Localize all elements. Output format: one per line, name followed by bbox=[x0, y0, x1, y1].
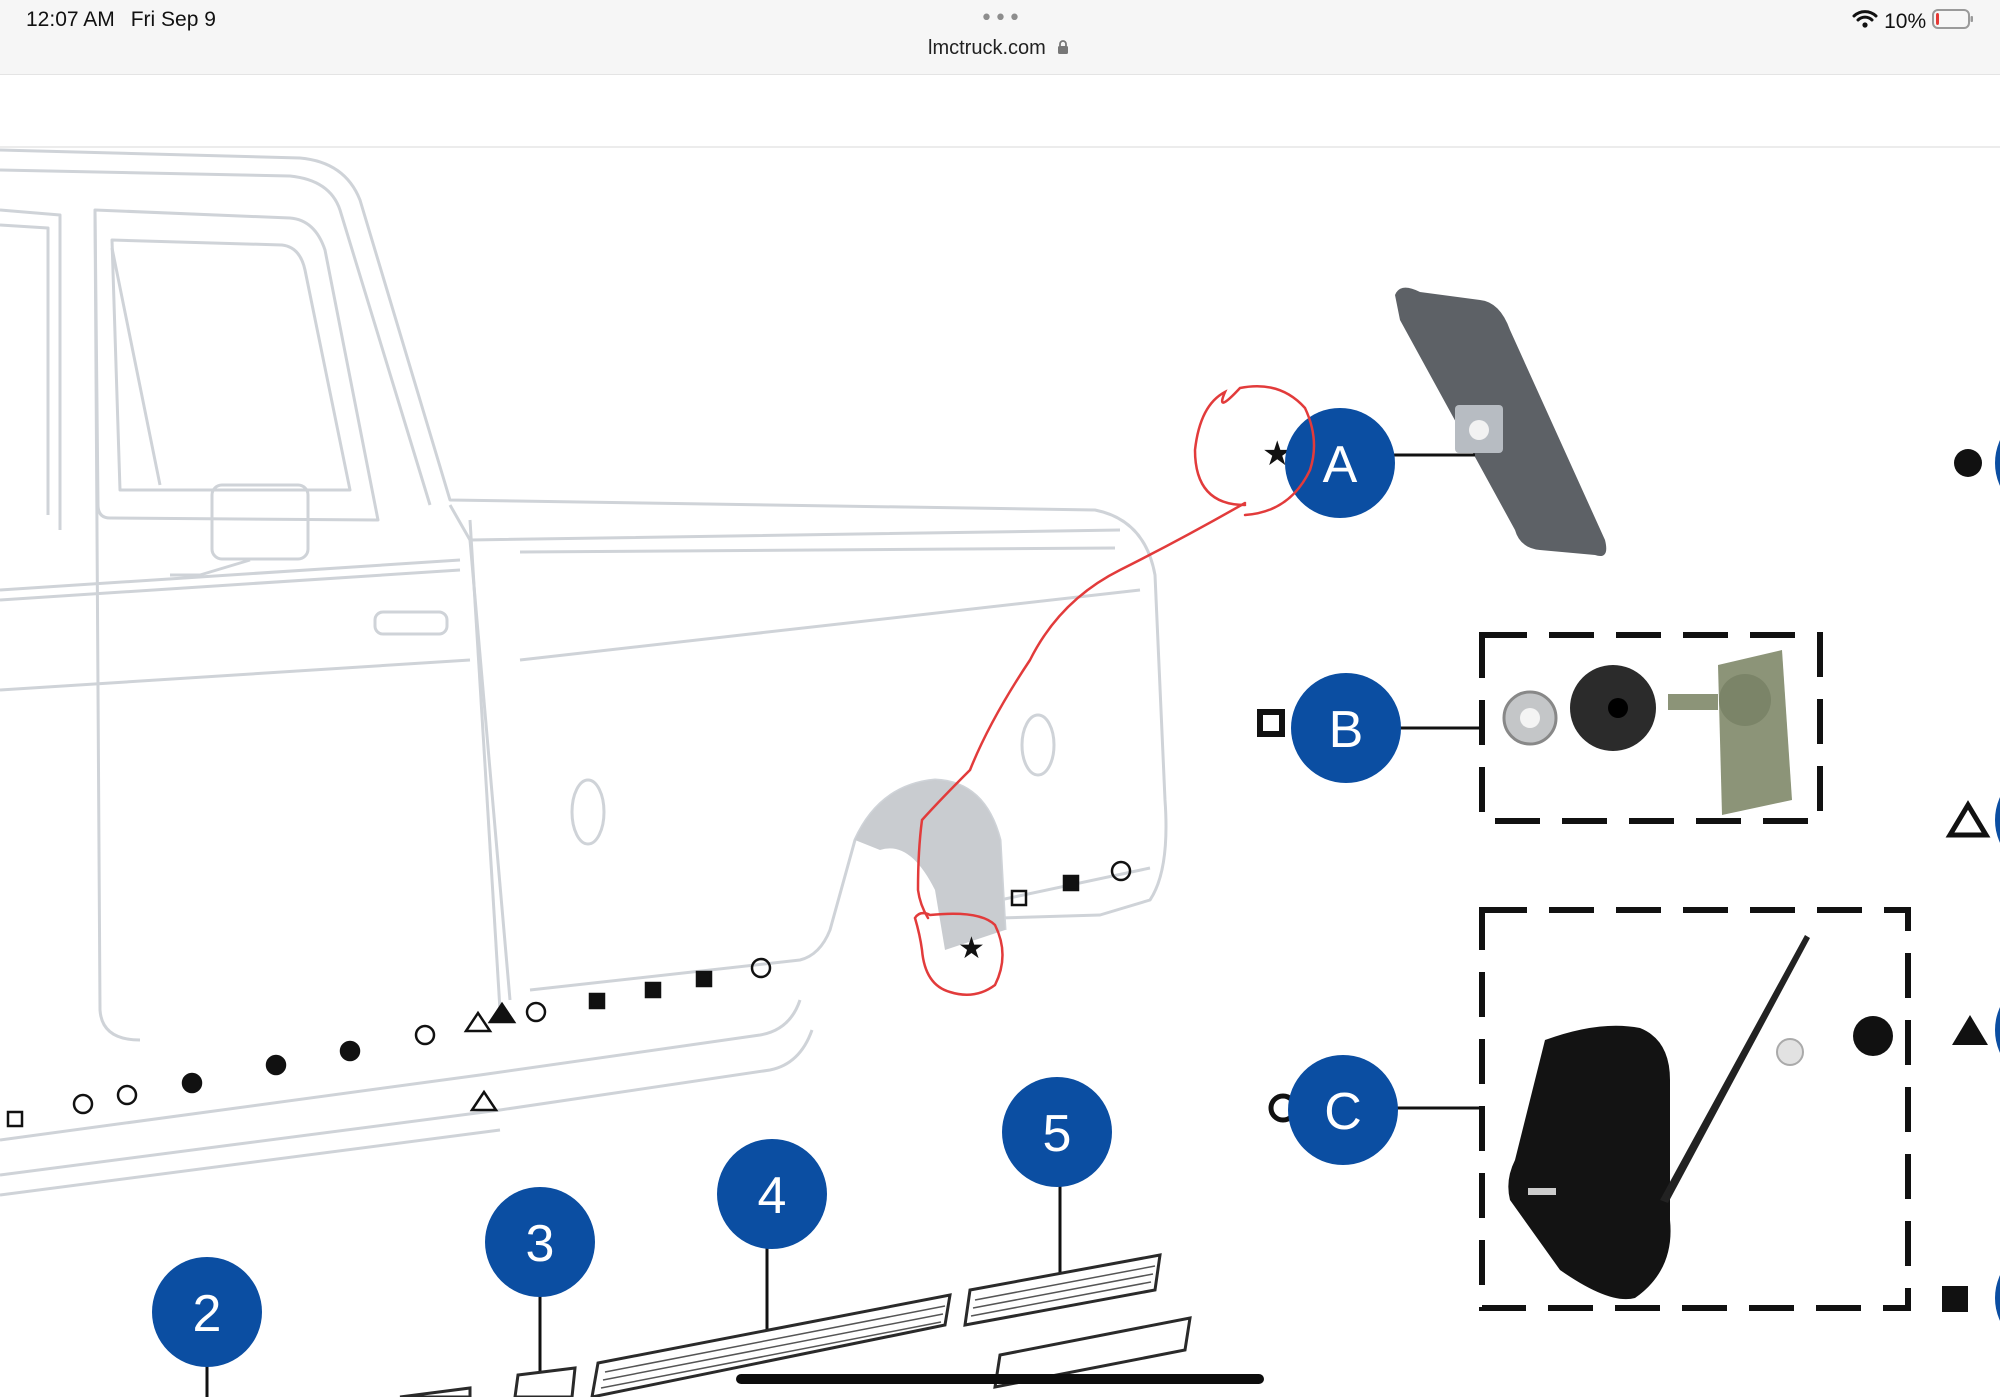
more-dots-icon[interactable]: ••• bbox=[980, 6, 1022, 31]
callout-b-label: B bbox=[1329, 701, 1364, 759]
truck-outline bbox=[0, 148, 1168, 1197]
address-bar[interactable]: lmctruck.com bbox=[928, 37, 1069, 61]
red-annotation bbox=[913, 384, 1316, 997]
callout-4[interactable]: 4 bbox=[717, 1139, 827, 1249]
status-time-date: 12:07 AM Fri Sep 9 bbox=[26, 8, 232, 32]
callout-2-label: 2 bbox=[193, 1285, 222, 1343]
callout-a[interactable]: A bbox=[1285, 408, 1395, 518]
leader-lines bbox=[205, 453, 1482, 1397]
callout-5-label: 5 bbox=[1043, 1105, 1072, 1163]
molding-ribs bbox=[600, 1265, 1156, 1389]
fastener-markers bbox=[6, 860, 1132, 1128]
parts-diagram: ★ ★ bbox=[0, 148, 2000, 1397]
lock-icon bbox=[1057, 38, 1069, 61]
url-text: lmctruck.com bbox=[928, 37, 1046, 59]
wifi-icon bbox=[1852, 9, 1878, 35]
callout-c[interactable]: C bbox=[1288, 1055, 1398, 1165]
status-date: Fri Sep 9 bbox=[130, 8, 216, 31]
star-marker: ★ bbox=[958, 932, 985, 965]
battery-icon bbox=[1932, 8, 1974, 36]
status-time: 12:07 AM bbox=[26, 8, 115, 31]
status-right: 10% bbox=[1852, 8, 1974, 36]
page-header-bar bbox=[0, 75, 2000, 148]
callout-2[interactable]: 2 bbox=[152, 1257, 262, 1367]
callout-3[interactable]: 3 bbox=[485, 1187, 595, 1297]
wheel-well bbox=[855, 780, 1005, 950]
part-b-group bbox=[1479, 632, 1823, 824]
home-indicator[interactable] bbox=[736, 1374, 1264, 1384]
callout-4-label: 4 bbox=[758, 1167, 787, 1225]
callout-3-label: 3 bbox=[526, 1215, 555, 1273]
callout-b[interactable]: B bbox=[1291, 673, 1401, 783]
callout-c-label: C bbox=[1324, 1083, 1362, 1141]
cutoff-callouts bbox=[1942, 440, 2000, 1321]
battery-percent: 10% bbox=[1884, 10, 1927, 33]
part-c-group bbox=[1479, 907, 1911, 1311]
callout-a-label: A bbox=[1323, 436, 1358, 494]
callout-5[interactable]: 5 bbox=[1002, 1077, 1112, 1187]
status-bar: 12:07 AM Fri Sep 9 ••• lmctruck.com 10% bbox=[0, 0, 2000, 75]
